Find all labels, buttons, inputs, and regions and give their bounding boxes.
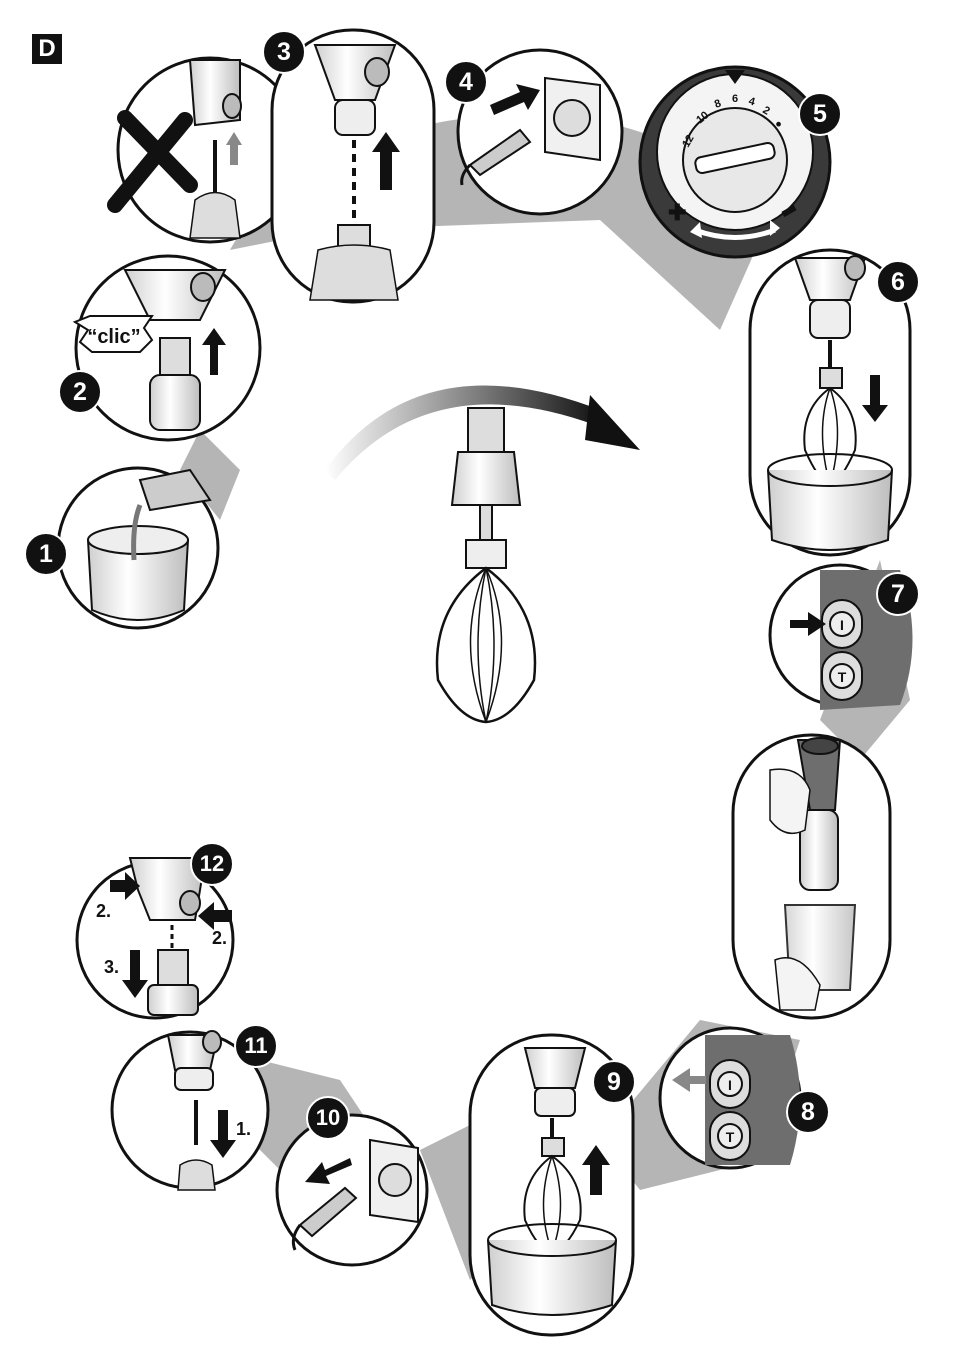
dial-tick: 12 [680,133,697,150]
dial-tick: 6 [732,93,738,105]
step-number-12: 12 [190,842,234,886]
dial-tick-labels: 12 10 8 6 4 2 ● [680,93,785,150]
step-7-illustration: I T [768,563,913,710]
step-3-illustration [270,28,436,304]
step-number-8: 8 [786,1090,830,1134]
on-button-label: I [728,1077,732,1093]
center-rotation-arrow [325,385,640,480]
dial-tick: 4 [747,95,757,108]
minus-icon [781,204,797,218]
step-number-11: 11 [234,1024,278,1068]
step-number-2: 2 [58,370,102,414]
turbo-button-label: T [726,1129,735,1145]
turbo-button-label: T [838,669,847,685]
step-number-3: 3 [262,30,306,74]
step-11-illustration: 1. [110,1030,270,1191]
step-hand-blender-illustration [731,733,892,1020]
step-number-5: 5 [798,92,842,136]
step-number-9: 9 [592,1060,636,1104]
dial-tick: 2 [761,104,772,117]
step-8-illustration: I T [658,1026,802,1170]
step-12-label-2b: 2. [212,928,227,948]
plus-icon: ✚ [668,200,686,225]
step-1-illustration [56,466,220,630]
step-6-illustration [748,248,912,557]
step-number-10: 10 [306,1096,350,1140]
step-3-wrong-illustration [107,56,304,244]
dial-tick: 8 [713,97,723,110]
step-12-illustration: 2. 2. 3. [75,857,235,1020]
step-9-illustration [468,1033,635,1337]
step-number-4: 4 [444,60,488,104]
step-12-label-2a: 2. [96,901,111,921]
step-10-illustration [275,1113,429,1267]
step-5-illustration: 12 10 8 6 4 2 ● ✚ [638,65,832,259]
center-whisk-attachment [435,407,537,724]
step-11-sub-label: 1. [236,1119,251,1139]
step-number-1: 1 [24,532,68,576]
step-number-6: 6 [876,260,920,304]
step-2-sound-text: “clic” [87,326,140,348]
step-12-label-3: 3. [104,957,119,977]
on-button-label: I [840,617,844,633]
step-4-illustration [456,48,624,216]
step-number-7: 7 [876,572,920,616]
step-2-illustration: “clic” [72,254,262,442]
section-badge: D [32,34,62,64]
